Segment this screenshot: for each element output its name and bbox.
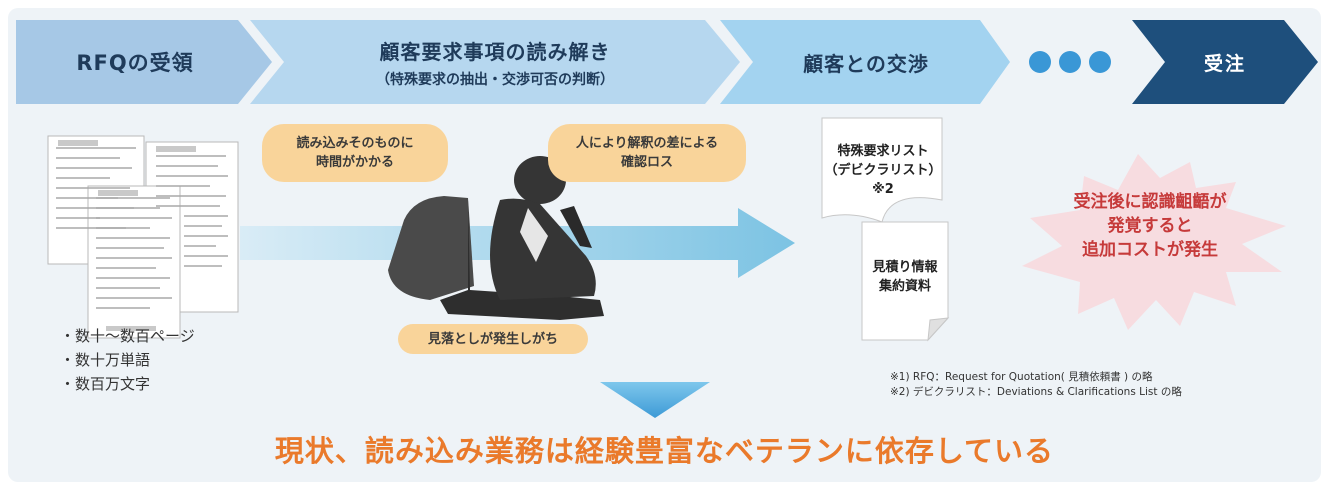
special-list-line-3: ※2 [872, 182, 894, 197]
footnote-devclar: ※2) デビクラリスト：Deviations & Clarifications … [890, 386, 1182, 398]
step-chevron-reading [250, 20, 740, 104]
ellipsis-dot-1 [1029, 51, 1051, 73]
issue-oversight-text: 見落としが発生しがち [427, 331, 558, 347]
footnotes: ※1) RFQ：Request for Quotation( 見積依頼書 ) の… [890, 370, 1310, 400]
special-list-line-1: 特殊要求リスト [837, 144, 929, 159]
issue-interpretation-line-1: 人により解釈の差による [575, 136, 719, 151]
estimate-doc-icon [861, 221, 950, 342]
step-reading-label: 顧客要求事項の読み解き [379, 39, 611, 64]
issue-time-line-1: 読み込みそのものに [296, 136, 414, 151]
bullet-characters: ・数百万文字 [60, 375, 151, 393]
document-bullet-list: ・数十〜数百ページ ・数十万単語 ・数百万文字 [60, 324, 260, 396]
issue-time-pill: 読み込みそのものに 時間がかかる [262, 124, 448, 182]
warning-line-3: 追加コストが発生 [1082, 240, 1218, 260]
step-reading-sublabel: （特殊要求の抽出・交渉可否の判断） [376, 71, 614, 88]
ellipsis-dot-3 [1089, 51, 1111, 73]
conclusion-text: 現状、読み込み業務は経験豊富なベテランに依存している [274, 434, 1055, 468]
warning-line-2: 発覚すると [1107, 216, 1193, 236]
down-arrow [600, 382, 710, 418]
bullet-words: ・数十万単語 [60, 351, 151, 369]
step-order-label: 受注 [1203, 52, 1246, 75]
worker-silhouette-icon [388, 156, 604, 320]
step-negotiation-label: 顧客との交渉 [803, 51, 929, 76]
estimate-line-1: 見積り情報 [872, 260, 938, 275]
issue-oversight-pill: 見落としが発生しがち [398, 324, 588, 354]
step-reading: 顧客要求事項の読み解き （特殊要求の抽出・交渉可否の判断） [290, 24, 700, 100]
step-chevron-rfq [16, 20, 272, 104]
step-rfq-label: RFQの受領 [76, 51, 194, 75]
special-list-line-2: （デビクラリスト） [824, 163, 942, 178]
document-stack-icon [47, 135, 239, 339]
warning-line-1: 受注後に認識齟齬が [1073, 192, 1227, 212]
ellipsis-dot-2 [1059, 51, 1081, 73]
warning-text: 受注後に認識齟齬が 発覚すると 追加コストが発生 [1040, 190, 1260, 262]
step-chevron-order [1132, 20, 1318, 104]
issue-interpretation-pill: 人により解釈の差による 確認ロス [548, 124, 746, 182]
footnote-rfq: ※1) RFQ：Request for Quotation( 見積依頼書 ) の… [890, 371, 1153, 383]
issue-interpretation-line-2: 確認ロス [620, 155, 673, 170]
warning-burst [1022, 154, 1286, 330]
estimate-line-2: 集約資料 [878, 279, 931, 294]
special-requirements-list-label: 特殊要求リスト （デビクラリスト） ※2 [808, 142, 958, 199]
estimate-doc-label: 見積り情報 集約資料 [862, 258, 948, 296]
issue-time-line-2: 時間がかかる [315, 155, 394, 170]
step-chevron-negotiation [720, 20, 1010, 104]
bullet-pages: ・数十〜数百ページ [60, 327, 195, 345]
